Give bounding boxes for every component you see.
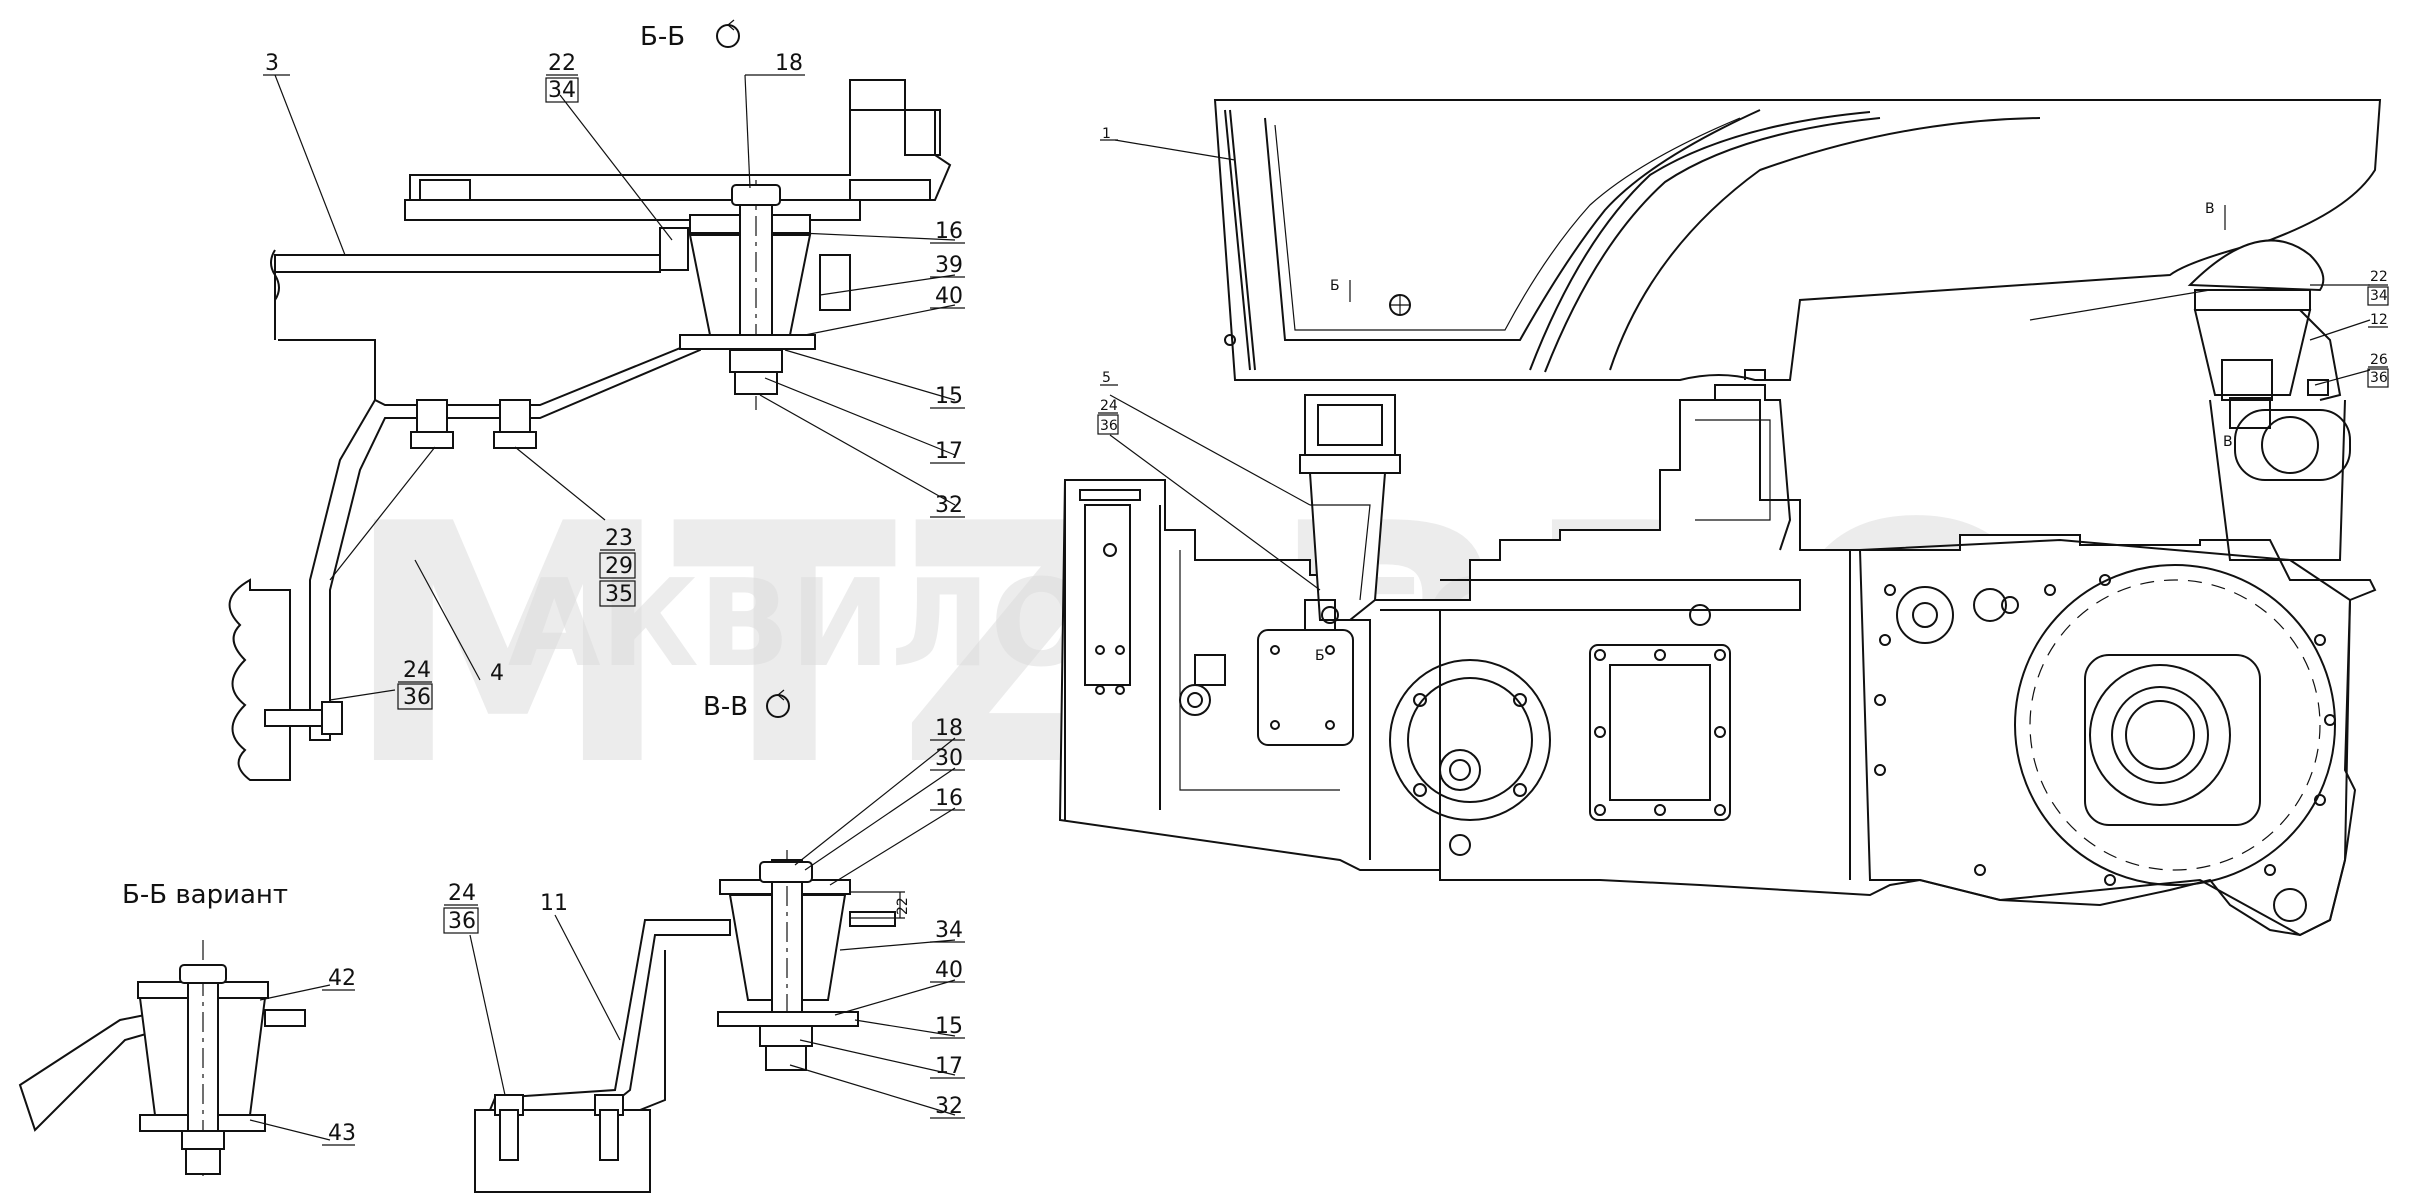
callout-24: 24	[1100, 398, 1118, 414]
section-bb-detail: Б-Б	[228, 19, 965, 781]
callout-34: 34	[935, 918, 963, 943]
callout-29: 29	[605, 554, 633, 579]
section-vv-title: В-В	[703, 692, 748, 722]
callout-24: 24	[403, 658, 431, 683]
callout-32: 32	[935, 493, 963, 518]
callout-24: 24	[448, 881, 476, 906]
callout-36: 36	[1100, 418, 1118, 434]
callout-18: 18	[935, 716, 963, 741]
callout-35: 35	[605, 582, 633, 607]
main-assembly-view: Б В В Б	[1058, 99, 2389, 937]
callout-1: 1	[1102, 126, 1111, 142]
rotation-icon	[716, 24, 740, 48]
callout-5: 5	[1102, 370, 1111, 386]
callout-30: 30	[935, 746, 963, 771]
callout-39: 39	[935, 253, 963, 278]
callout-34-main: 34	[2370, 288, 2388, 304]
callout-15: 15	[935, 384, 963, 409]
callout-22: 22	[548, 51, 576, 76]
callout-42: 42	[328, 966, 356, 991]
callout-36: 36	[448, 909, 476, 934]
callout-26: 26	[2370, 352, 2388, 368]
callout-11: 11	[540, 891, 568, 916]
callout-34: 34	[548, 78, 576, 103]
section-vv-detail: В-В 22	[443, 689, 965, 1193]
callout-3: 3	[265, 51, 279, 76]
main-b-mark-upper: Б	[1330, 278, 1340, 294]
section-bb-variant-detail: Б-Б вариант 42 43	[18, 880, 356, 1180]
callout-22-main: 22	[2370, 269, 2388, 285]
callout-36-main: 36	[2370, 370, 2388, 386]
section-bb-variant-title: Б-Б вариант	[122, 880, 288, 910]
callout-12: 12	[2370, 312, 2388, 328]
callout-18: 18	[775, 51, 803, 76]
callout-16: 16	[935, 786, 963, 811]
callout-36: 36	[403, 685, 431, 710]
main-b-mark: Б	[1315, 648, 1325, 664]
callout-16: 16	[935, 219, 963, 244]
callout-40: 40	[935, 284, 963, 309]
dimension-22: 22	[895, 897, 911, 915]
callout-23: 23	[605, 526, 633, 551]
callout-4: 4	[490, 661, 504, 686]
main-v-mark: В	[2205, 201, 2215, 217]
callout-32: 32	[935, 1094, 963, 1119]
section-bb-title: Б-Б	[640, 22, 685, 52]
callout-17: 17	[935, 439, 963, 464]
main-v-mark-lower: В	[2223, 434, 2233, 450]
callout-40: 40	[935, 958, 963, 983]
callout-15: 15	[935, 1014, 963, 1039]
callout-17: 17	[935, 1054, 963, 1079]
callout-43: 43	[328, 1121, 356, 1146]
